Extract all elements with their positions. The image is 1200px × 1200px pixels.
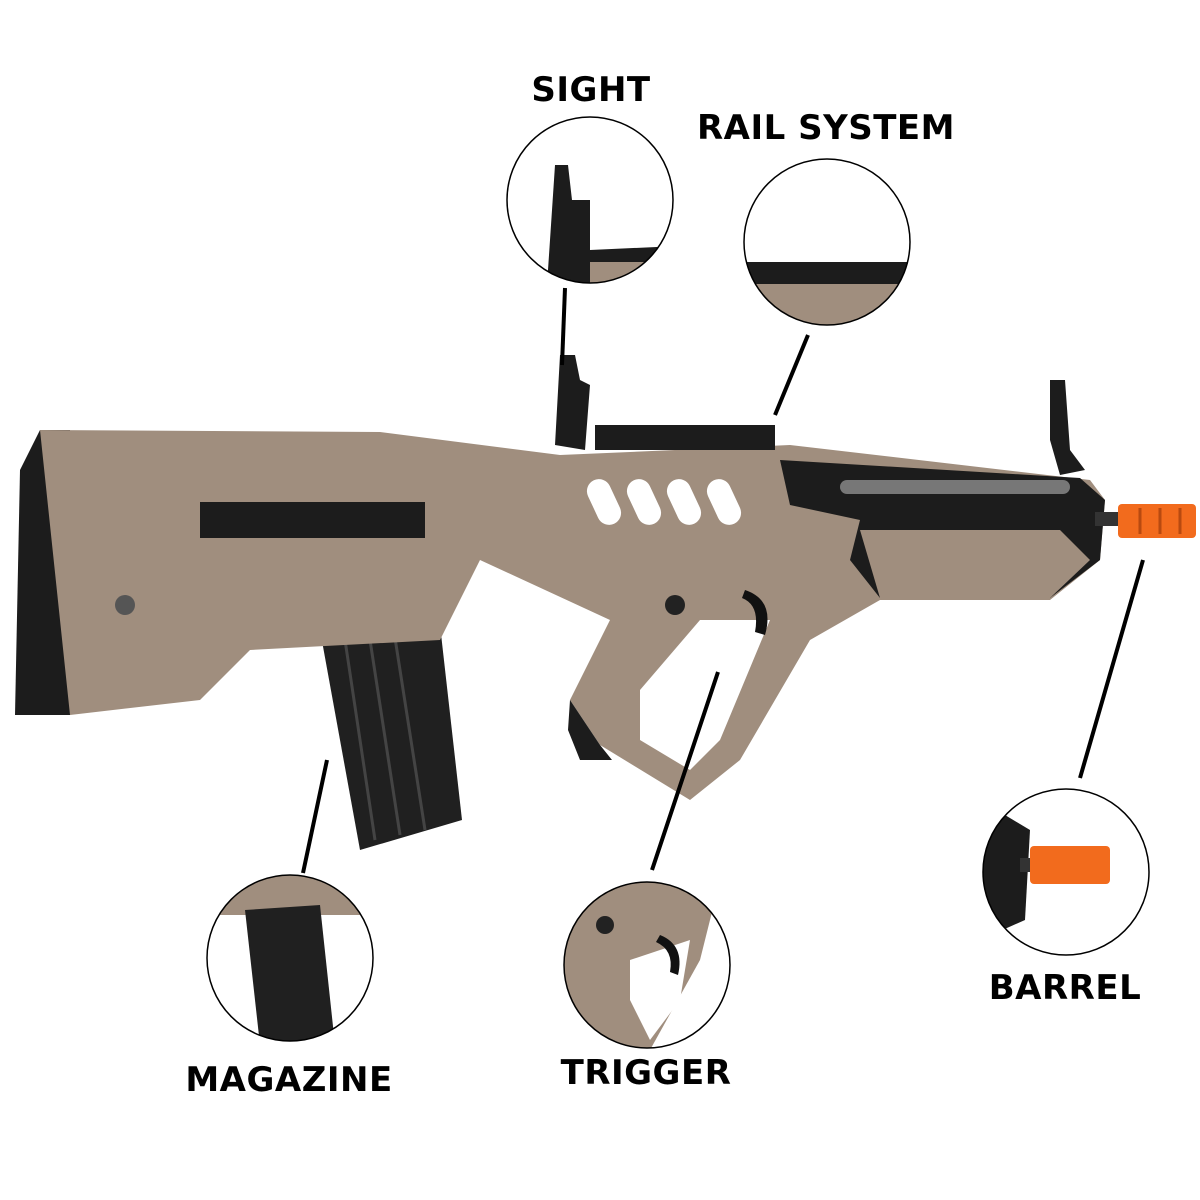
rail [595, 425, 775, 450]
orange-tip [1118, 504, 1196, 538]
label-rail-system: RAIL SYSTEM [697, 108, 955, 148]
label-trigger: TRIGGER [560, 1053, 732, 1093]
magazine [320, 625, 462, 850]
barrel-leader [1078, 559, 1145, 779]
trigger [742, 590, 768, 635]
front-sight [1050, 380, 1085, 475]
callout-lines [301, 287, 1145, 874]
detail-circle-trigger [563, 881, 731, 1049]
trigger-leader [650, 671, 720, 871]
detail-circle-sight [506, 116, 674, 284]
sight-leader [560, 287, 567, 366]
label-barrel: BARREL [988, 968, 1142, 1008]
label-magazine: MAGAZINE [185, 1060, 393, 1100]
detail-circle-barrel [982, 788, 1150, 956]
label-sight: SIGHT [531, 70, 651, 110]
detail-circle-rail [743, 158, 911, 326]
rail-leader [773, 334, 810, 416]
magazine-leader [301, 759, 329, 874]
detail-circle-magazine [206, 874, 374, 1042]
rear-sight [555, 355, 590, 450]
rifle [15, 355, 1196, 850]
